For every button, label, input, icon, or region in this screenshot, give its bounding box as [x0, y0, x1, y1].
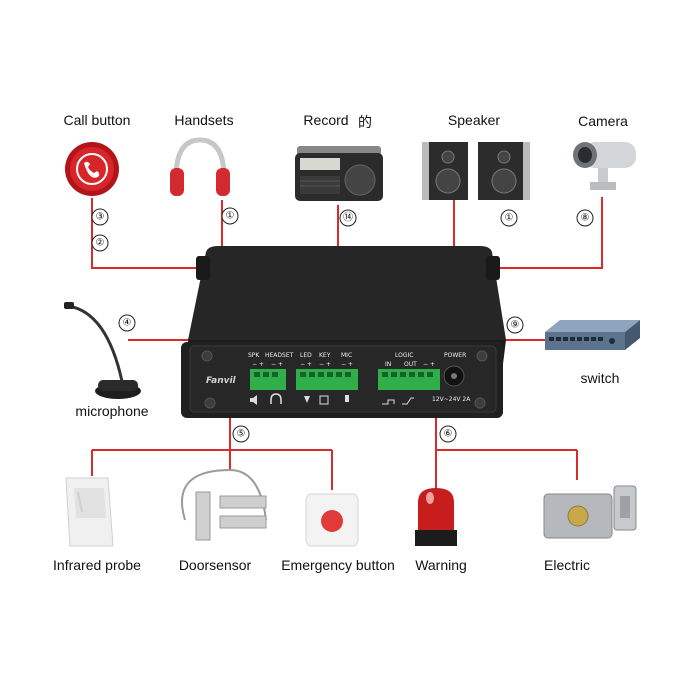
marker-microphone: ④ [118, 314, 136, 332]
panel-polarity-5: − + [423, 361, 435, 368]
headset-glyph-icon [270, 393, 282, 404]
radio-icon [295, 146, 383, 201]
terminal-block-logic [378, 369, 440, 390]
marker-sensors: ⑤ [232, 425, 250, 443]
output-glyph-icon [402, 397, 414, 405]
terminal-block-io [296, 369, 358, 390]
marker-call-button-3: ③ [91, 208, 109, 226]
wire-call-button [91, 198, 205, 269]
speaker-label: Speaker [447, 112, 501, 128]
speaker-glyph-icon [250, 395, 257, 405]
panel-label-key: KEY [319, 352, 331, 359]
brand-logo-text: Fanvil [206, 376, 236, 386]
call-button-label: Call button [63, 112, 131, 128]
wire-sensors [91, 412, 333, 490]
camera-icon [573, 142, 636, 190]
panel-label-mic: MIC [341, 352, 353, 359]
emergency-button-icon [305, 493, 359, 547]
wire-camera [490, 197, 603, 269]
key-glyph-icon [319, 395, 329, 405]
handsets-label: Handsets [174, 112, 234, 128]
marker-speaker: ① [500, 209, 518, 227]
panel-label-power: POWER [444, 352, 467, 359]
panel-label-out: OUT [404, 361, 417, 368]
doorsensor-label: Doorsensor [178, 557, 252, 573]
panel-label-led: LED [300, 352, 312, 359]
panel-label-power-rating: 12V~24V 2A [432, 396, 471, 403]
terminal-block-audio [250, 369, 286, 390]
camera-label: Camera [578, 113, 628, 129]
marker-camera: ⑧ [576, 209, 594, 227]
panel-label-logic: LOGIC [395, 352, 414, 359]
marker-handsets: ① [221, 207, 239, 225]
panel-label-spk: SPK [248, 352, 260, 359]
record-label: Record [303, 112, 349, 128]
warning-label: Warning [415, 557, 467, 573]
speakers-icon [422, 142, 530, 200]
marker-outputs: ⑥ [439, 425, 457, 443]
network-switch-icon [545, 320, 640, 350]
panel-polarity-4: − + [341, 361, 353, 368]
wiring [91, 197, 603, 494]
light-glyph-icon [304, 396, 310, 403]
mic-glyph-icon [345, 395, 349, 402]
record-glyph-label: 的 [358, 114, 372, 130]
marker-record: ⑭ [339, 209, 357, 227]
marker-switch: ⑨ [506, 316, 524, 334]
panel-icons [250, 393, 414, 405]
call-button-icon [65, 142, 119, 196]
panel-label-in: IN [385, 361, 392, 368]
power-jack [443, 365, 465, 387]
electric-label: Electric [544, 557, 590, 573]
infrared-probe-icon [65, 477, 114, 547]
panel-polarity-3: − + [300, 361, 312, 368]
input-glyph-icon [382, 399, 395, 405]
panel-polarity-6: − + [319, 361, 331, 368]
warning-light-icon [415, 488, 457, 546]
panel-polarity-2: − + [271, 361, 283, 368]
microphone-label: microphone [75, 403, 149, 419]
headphones-icon [170, 137, 230, 196]
emergency-button-label: Emergency button [281, 557, 395, 573]
terminal-blocks [250, 365, 465, 390]
electric-lock-icon [543, 485, 637, 539]
main-device [181, 246, 506, 418]
door-sensor-icon [181, 468, 267, 541]
marker-call-button-2: ② [91, 234, 109, 252]
microphone-icon [64, 302, 141, 399]
wire-outputs [435, 412, 578, 494]
panel-polarity-1: − + [252, 361, 264, 368]
switch-label: switch [580, 370, 620, 386]
infrared-probe-label: Infrared probe [53, 557, 141, 573]
panel-label-headset: HEADSET [265, 352, 294, 359]
